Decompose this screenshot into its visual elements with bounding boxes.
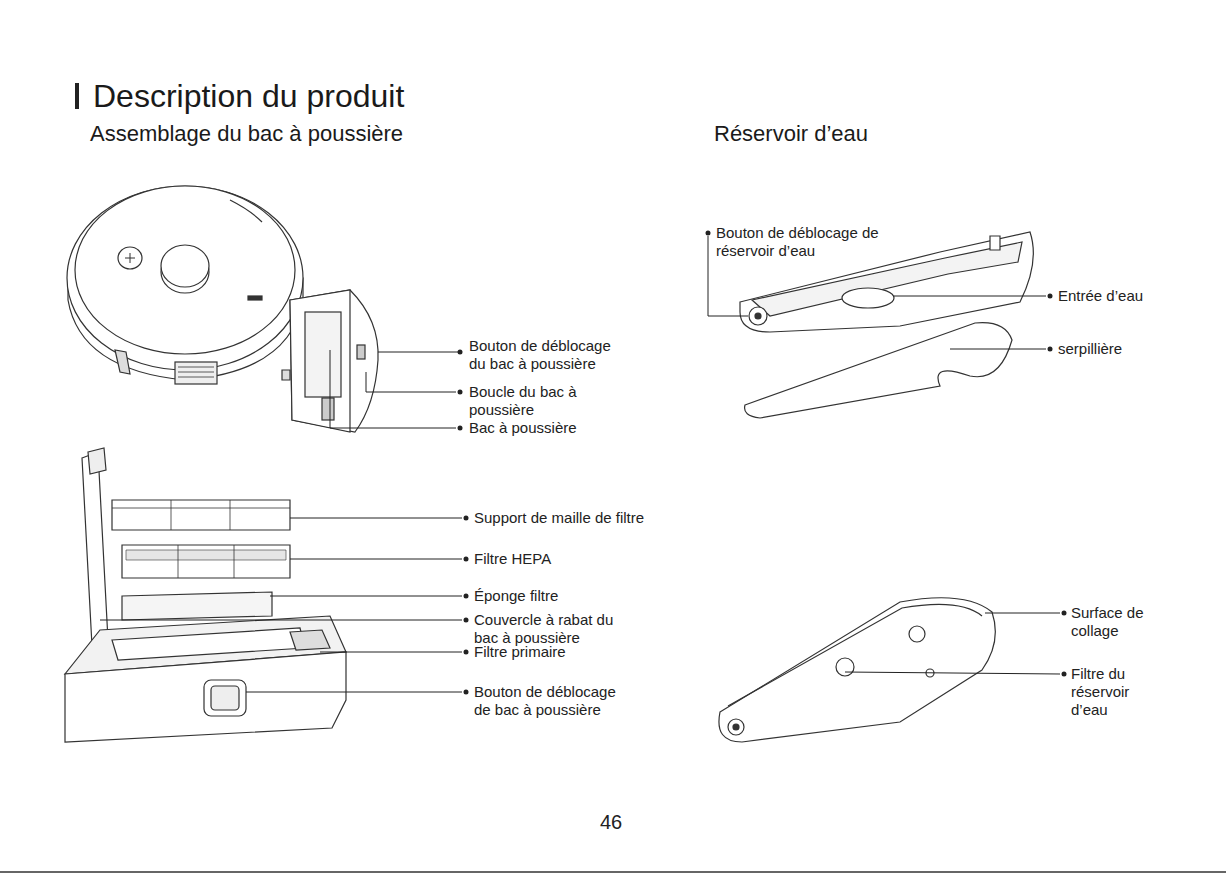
part-label: Filtre du réservoir d’eau	[1071, 665, 1145, 719]
part-label: Couvercle à rabat du bac à poussière	[474, 611, 632, 647]
part-label: Boucle du bac à poussière	[469, 383, 599, 419]
page-rule	[0, 871, 1226, 873]
part-label: Bouton de déblocage de bac à poussière	[474, 683, 626, 719]
dust-bin-exploded	[65, 448, 346, 742]
section-heading: Réservoir d’eau	[714, 121, 868, 147]
part-label: Entrée d’eau	[1058, 287, 1143, 305]
part-label: Filtre primaire	[474, 643, 566, 661]
leader-lines	[100, 236, 1060, 692]
robot-vacuum	[67, 186, 303, 384]
part-label: Bac à poussière	[469, 419, 577, 437]
section-heading: Assemblage du bac à poussière	[90, 121, 403, 147]
part-label: Éponge filtre	[474, 587, 558, 605]
page-number: 46	[600, 810, 622, 834]
heading-bar	[75, 83, 79, 109]
part-label: Bouton de déblocage du bac à poussière	[469, 337, 621, 373]
part-label: Support de maille de filtre	[474, 509, 644, 527]
page-title: Description du produit	[93, 77, 404, 115]
part-label: Surface de collage	[1071, 604, 1159, 640]
part-label: serpillière	[1058, 340, 1122, 358]
mop-cloth	[745, 323, 1012, 418]
water-tank-bottom	[719, 598, 995, 742]
leader-dots	[458, 231, 1067, 695]
part-label: Bouton de déblocage de réservoir d’eau	[716, 224, 906, 260]
part-label: Filtre HEPA	[474, 550, 551, 568]
